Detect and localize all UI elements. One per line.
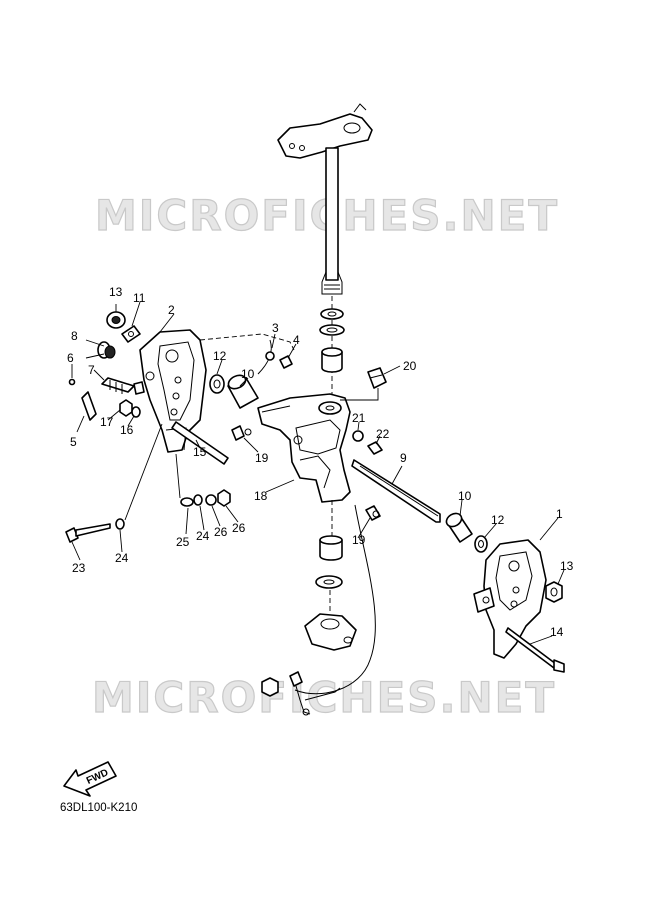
clamp-bracket-left xyxy=(139,329,207,453)
washer-16 xyxy=(131,406,141,418)
callout-4: 4 xyxy=(293,333,300,347)
callout-20: 20 xyxy=(403,359,417,373)
short-rod xyxy=(171,421,229,465)
callout-1: 1 xyxy=(556,507,563,521)
callout-2: 2 xyxy=(168,303,175,317)
swivel-bracket xyxy=(257,393,351,503)
callout-3: 3 xyxy=(272,321,279,335)
screw-6 xyxy=(68,378,76,386)
nut-26-b xyxy=(217,489,231,507)
callout-5: 5 xyxy=(70,435,77,449)
tilt-stop-lever xyxy=(367,367,387,389)
plate-11 xyxy=(121,325,141,343)
watermark-bottom: MICROFICHES.NET xyxy=(92,673,556,722)
grease-fitting-3 xyxy=(257,339,275,375)
callout-25: 25 xyxy=(176,535,190,549)
bolt-22 xyxy=(367,441,383,455)
lower-washer xyxy=(315,575,343,589)
washer-24-left xyxy=(115,518,125,530)
steering-yoke xyxy=(304,613,357,651)
steering-arm xyxy=(277,103,373,159)
upper-bushing xyxy=(321,347,343,373)
lever-5 xyxy=(81,391,97,421)
callout-6: 6 xyxy=(67,351,74,365)
nut-26-a xyxy=(205,494,217,506)
fwd-arrow-icon: FWD xyxy=(63,761,117,797)
grease-nipple-lower xyxy=(289,671,311,716)
callout-23: 23 xyxy=(72,561,86,575)
bolt-14 xyxy=(505,627,565,673)
callout-8: 8 xyxy=(71,329,78,343)
bolt-23 xyxy=(65,523,111,543)
upper-washer-2 xyxy=(319,324,345,336)
nut-13-right xyxy=(545,581,563,603)
steering-shaft xyxy=(321,147,343,295)
callout-26-b: 26 xyxy=(232,521,246,535)
callout-21: 21 xyxy=(352,411,366,425)
upper-washer xyxy=(320,308,344,320)
washer-25 xyxy=(180,497,194,507)
callout-13-right: 13 xyxy=(560,559,574,573)
callout-15: 15 xyxy=(193,445,207,459)
callout-22: 22 xyxy=(376,427,390,441)
nut-17 xyxy=(119,399,133,417)
bolt-4 xyxy=(279,355,293,369)
callout-26-a: 26 xyxy=(214,525,228,539)
callout-12-upper: 12 xyxy=(213,349,227,363)
diagram-code: 63DL100-K210 xyxy=(60,802,137,814)
callout-7: 7 xyxy=(88,363,95,377)
callout-18: 18 xyxy=(254,489,268,503)
callout-10-upper: 10 xyxy=(241,367,255,381)
tilt-pin xyxy=(351,459,441,523)
callout-19-upper: 19 xyxy=(255,451,269,465)
callout-16: 16 xyxy=(120,423,134,437)
knob-8 xyxy=(85,339,116,359)
spring-7 xyxy=(101,377,145,395)
callout-19-lower: 19 xyxy=(352,533,366,547)
grease-fitting-19-upper xyxy=(231,425,252,441)
nut-lower xyxy=(261,677,279,697)
grease-fitting-19-lower xyxy=(365,505,381,521)
clamp-bracket-right xyxy=(473,539,547,659)
callout-9: 9 xyxy=(400,451,407,465)
callout-17: 17 xyxy=(100,415,114,429)
washer-12-lower xyxy=(474,535,488,553)
lower-bushing xyxy=(319,535,343,561)
callout-14: 14 xyxy=(550,625,564,639)
washer-24-right xyxy=(193,494,203,506)
callout-10-lower: 10 xyxy=(458,489,472,503)
bushing-10-lower xyxy=(445,512,473,543)
callout-12-lower: 12 xyxy=(491,513,505,527)
callout-24-left: 24 xyxy=(115,551,129,565)
callout-13-left: 13 xyxy=(109,285,123,299)
washer-21 xyxy=(352,430,364,442)
nut-13-left xyxy=(106,311,126,329)
callout-24-right: 24 xyxy=(196,529,210,543)
washer-12-upper xyxy=(209,374,225,394)
callout-11: 11 xyxy=(133,291,146,305)
